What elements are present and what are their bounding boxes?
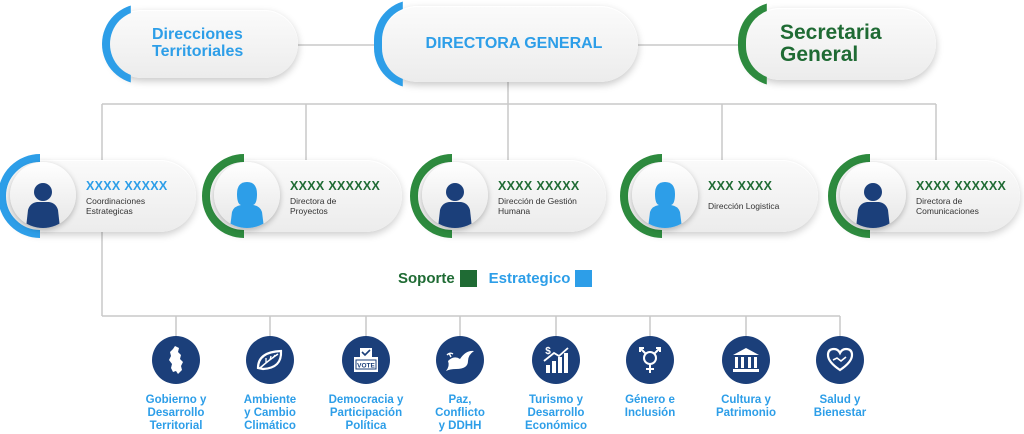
card-directora-proyectos: XXXX XXXXXX Directora de Proyectos — [202, 154, 402, 238]
leaf-icon — [246, 336, 294, 384]
svg-text:VOTE: VOTE — [357, 363, 375, 370]
node-title: DIRECTORA GENERAL — [425, 34, 603, 52]
role-line: Dirección Logistica — [708, 201, 780, 211]
label-line: Conflicto — [435, 407, 485, 420]
direcciones-territoriales-node: Direcciones Territoriales — [102, 4, 298, 84]
legend-label: Soporte — [398, 270, 455, 287]
label-line: Patrimonio — [715, 407, 777, 420]
topic-label: Democracia y Participación Política — [316, 394, 416, 434]
label-line: Salud y — [819, 394, 861, 406]
label-line: Turismo y — [528, 394, 584, 406]
node-title: Secretaria General — [744, 20, 882, 66]
card-name: XXX XXXX — [708, 179, 773, 193]
role-line: Directora de — [916, 196, 963, 206]
label-line: Participación — [329, 407, 403, 420]
heart-hands-icon — [816, 336, 864, 384]
dove-icon — [436, 336, 484, 384]
label-line: Gobierno y — [145, 394, 207, 406]
card-role: Dirección Logistica — [708, 201, 818, 211]
map-icon — [152, 336, 200, 384]
female-person-icon — [214, 162, 280, 228]
role-line: Dirección de Gestión — [498, 196, 577, 206]
role-line: Proyectos — [290, 206, 328, 217]
card-directora-comunicaciones: XXXX XXXXXX Directora de Comunicaciones — [828, 154, 1020, 238]
label-line: Desarrollo — [147, 407, 205, 420]
card-direccion-logistica: XXX XXXX Dirección Logistica — [620, 154, 818, 238]
topic-turismo: $ Turismo y Desarrollo Económico — [506, 336, 606, 434]
title-line: Territoriales — [152, 43, 244, 60]
topic-gobierno: Gobierno y Desarrollo Territorial — [126, 336, 226, 434]
svg-text:$: $ — [545, 346, 551, 357]
topic-salud: Salud y Bienestar — [790, 336, 890, 420]
label-line: Paz, — [448, 394, 472, 406]
topic-label: Ambiente y Cambio Climático — [220, 394, 320, 434]
topic-label: Cultura y Patrimonio — [696, 394, 796, 420]
topic-label: Paz, Conflicto y DDHH — [410, 394, 510, 434]
label-line: Ambiente — [243, 394, 297, 406]
label-line: y Cambio — [244, 407, 296, 420]
card-name: XXXX XXXXX — [86, 179, 168, 193]
ballot-box-icon: VOTE — [342, 336, 390, 384]
topic-ambiente: Ambiente y Cambio Climático — [220, 336, 320, 434]
topic-label: Salud y Bienestar — [790, 394, 890, 420]
label-line: Género e — [625, 394, 675, 406]
topic-label: Gobierno y Desarrollo Territorial — [126, 394, 226, 434]
card-name: XXXX XXXXX — [498, 179, 580, 193]
male-person-icon — [840, 162, 906, 228]
legend-item-estrategico: Estrategico — [489, 270, 593, 287]
gender-icon — [626, 336, 674, 384]
legend-swatch — [459, 270, 477, 287]
title-line: Secretaria — [780, 20, 882, 44]
label-line: Política — [345, 420, 387, 433]
museum-icon — [722, 336, 770, 384]
node-title: Direcciones Territoriales — [108, 26, 244, 61]
male-person-icon — [422, 162, 488, 228]
card-role: Dirección de Gestión Humana — [498, 196, 608, 216]
label-line: Climático — [244, 420, 296, 433]
label-line: Bienestar — [813, 407, 867, 420]
topic-paz: Paz, Conflicto y DDHH — [410, 336, 510, 434]
role-line: Coordinaciones — [86, 196, 146, 206]
label-line: Democracia y — [328, 394, 404, 406]
role-line: Directora de — [290, 196, 337, 206]
legend-item-soporte: Soporte — [398, 270, 477, 287]
secretaria-general-node: Secretaria General — [738, 2, 936, 86]
male-person-icon — [10, 162, 76, 228]
card-role: Directora de Proyectos — [290, 196, 400, 216]
legend: Soporte Estrategico — [398, 270, 604, 287]
card-name: XXXX XXXXXX — [290, 179, 381, 193]
role-line: Humana — [498, 206, 531, 217]
label-line: Cultura y — [721, 394, 771, 406]
title-line: General — [780, 43, 859, 66]
title-line: Direcciones — [152, 26, 243, 44]
card-name: XXXX XXXXXX — [916, 179, 1007, 193]
label-line: Territorial — [149, 420, 203, 433]
legend-swatch — [575, 270, 593, 287]
card-role: Coordinaciones Estrategicas — [86, 196, 196, 216]
role-line: Comunicaciones — [916, 206, 979, 217]
directora-general-node: DIRECTORA GENERAL — [374, 0, 638, 88]
topic-genero: Género e Inclusión — [600, 336, 700, 420]
female-person-icon — [632, 162, 698, 228]
card-role: Directora de Comunicaciones — [916, 196, 1024, 216]
topic-label: Turismo y Desarrollo Económico — [506, 394, 606, 434]
topic-cultura: Cultura y Patrimonio — [696, 336, 796, 420]
label-line: y DDHH — [438, 420, 482, 433]
card-coordinaciones-estrategicas: XXXX XXXXX Coordinaciones Estrategicas — [0, 154, 196, 238]
label-line: Inclusión — [624, 407, 676, 420]
label-line: Económico — [525, 420, 587, 433]
topic-democracia: VOTE Democracia y Participación Política — [316, 336, 416, 434]
topic-label: Género e Inclusión — [600, 394, 700, 420]
label-line: Desarrollo — [527, 407, 585, 420]
card-gestion-humana: XXXX XXXXX Dirección de Gestión Humana — [410, 154, 608, 238]
growth-chart-icon: $ — [532, 336, 580, 384]
legend-label: Estrategico — [488, 270, 571, 287]
role-line: Estrategicas — [86, 206, 133, 217]
